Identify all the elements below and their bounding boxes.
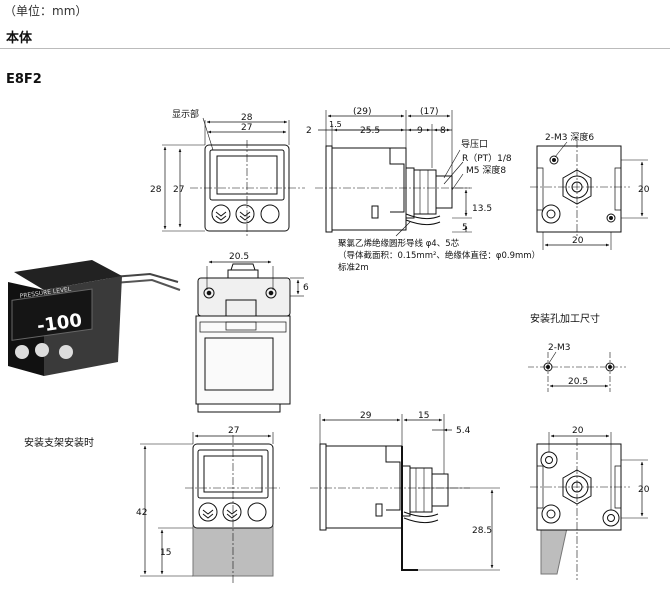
cable-exit bbox=[405, 213, 441, 220]
bracket-arm bbox=[401, 446, 418, 571]
dim-side-2: 2 bbox=[306, 126, 312, 136]
mounting-hole-diagram bbox=[528, 351, 626, 392]
product-button-3 bbox=[59, 345, 73, 359]
dim-side-13-5: 13.5 bbox=[472, 204, 492, 214]
thread-m5-label: M5 深度8 bbox=[466, 164, 506, 176]
product-button-1 bbox=[15, 345, 29, 359]
dim-front-h27: 27 bbox=[173, 185, 184, 195]
dim-hole-20-5: 20.5 bbox=[568, 377, 588, 387]
dim-bracket-15b: 15 bbox=[418, 411, 429, 421]
bracket-title: 安装支架安装时 bbox=[24, 436, 94, 449]
down-arrow-icon bbox=[215, 211, 227, 221]
side-port bbox=[436, 175, 453, 209]
dim-bracket-42: 42 bbox=[136, 508, 147, 518]
dim-side-17: (17) bbox=[420, 107, 438, 117]
bracket-rear-plate bbox=[540, 527, 568, 575]
cable-spec-2: （导体截面积：0.15mm²、绝缘体直径：φ0.9mm） bbox=[338, 250, 540, 261]
dim-side-25-5: 25.5 bbox=[360, 126, 380, 136]
double-chevron-icon bbox=[239, 211, 251, 221]
dim-bracket-15: 15 bbox=[160, 548, 171, 558]
down-button bbox=[211, 204, 231, 224]
model-title: E8F2 bbox=[6, 72, 42, 87]
hole-title: 安装孔加工尺寸 bbox=[530, 312, 600, 325]
cable-exit-2 bbox=[405, 219, 441, 226]
hole-m3-label: 2-M3 bbox=[548, 343, 570, 353]
dim-top-20-5: 20.5 bbox=[229, 252, 249, 262]
cable-spec-1: 聚氯乙烯绝缘圆形导线 φ4、5芯 bbox=[338, 238, 460, 249]
top-hole-right bbox=[265, 287, 277, 299]
bracket-rear-view bbox=[530, 432, 648, 580]
thread-r-label: R（PT）1/8 bbox=[462, 153, 512, 164]
rear-view bbox=[530, 140, 648, 250]
side-view bbox=[315, 110, 472, 237]
dim-side-8: 8 bbox=[440, 126, 446, 136]
dim-bracket-rear-20w: 20 bbox=[572, 426, 584, 436]
product-top bbox=[14, 260, 122, 290]
bracket-side-bezel bbox=[319, 443, 327, 531]
side-bezel bbox=[325, 145, 333, 233]
product-illustration bbox=[8, 260, 181, 376]
section-divider bbox=[0, 48, 670, 49]
top-body bbox=[195, 315, 291, 405]
product-button-2 bbox=[35, 343, 49, 357]
cable-spec-3: 标准2m bbox=[338, 262, 369, 273]
dim-bracket-29: 29 bbox=[360, 411, 372, 421]
side-step bbox=[389, 148, 405, 213]
bracket-side-body bbox=[325, 445, 403, 529]
rear-boss bbox=[541, 204, 561, 224]
mode-button bbox=[260, 204, 280, 224]
top-view bbox=[195, 260, 304, 413]
dim-rear-20w: 20 bbox=[572, 236, 584, 246]
dim-side-29: (29) bbox=[353, 107, 371, 117]
top-nut bbox=[227, 263, 259, 278]
top-display-window bbox=[204, 337, 274, 391]
dim-front-28: 28 bbox=[241, 113, 253, 123]
dim-bracket-rear-20h: 20 bbox=[638, 485, 650, 495]
dim-side-5: 5 bbox=[462, 223, 468, 233]
side-nut bbox=[414, 169, 437, 215]
m3-depth-label: 2-M3 深度6 bbox=[545, 131, 594, 143]
rear-body bbox=[536, 145, 622, 233]
dim-side-1-5: 1.5 bbox=[329, 120, 342, 129]
bracket-side-view bbox=[310, 414, 500, 571]
side-collar bbox=[406, 167, 415, 219]
up-button bbox=[235, 204, 255, 224]
rear-m3-hole-1 bbox=[549, 155, 559, 165]
dim-side-9: 9 bbox=[417, 126, 423, 136]
dim-rear-20h: 20 bbox=[638, 185, 650, 195]
pressure-port-label: 导压口 bbox=[461, 139, 488, 150]
dim-bracket-28-5: 28.5 bbox=[472, 526, 492, 536]
top-hole-left bbox=[203, 287, 215, 299]
dim-bracket-5-4: 5.4 bbox=[456, 426, 471, 436]
side-body bbox=[331, 147, 407, 231]
bracket-front-body bbox=[192, 443, 274, 529]
bracket-front-view bbox=[140, 432, 280, 585]
rear-m3-hole-2 bbox=[606, 213, 616, 223]
dim-bracket-27: 27 bbox=[228, 426, 239, 436]
dim-top-6: 6 bbox=[303, 283, 309, 293]
side-slot bbox=[371, 205, 379, 219]
display-label: 显示部 bbox=[172, 108, 199, 120]
section-title: 本体 bbox=[6, 31, 33, 46]
top-bottom-rim bbox=[197, 403, 281, 413]
unit-note: （单位：mm） bbox=[4, 4, 88, 18]
dim-front-h28: 28 bbox=[150, 185, 162, 195]
front-view bbox=[162, 117, 305, 238]
dim-front-27: 27 bbox=[241, 123, 252, 133]
